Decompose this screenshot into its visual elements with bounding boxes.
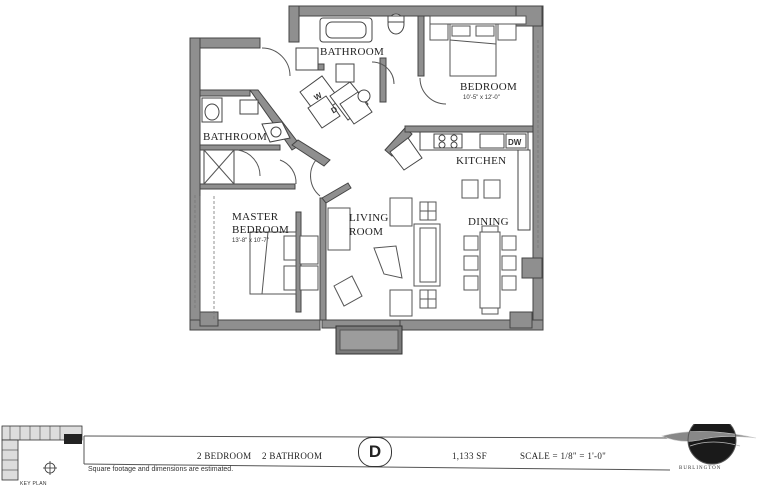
kitchen-label: KITCHEN	[456, 155, 506, 167]
left-bathroom-fixtures	[201, 97, 291, 185]
bedroom-dimension: 10'-5" x 12'-0"	[463, 95, 500, 101]
dining-label: DINING	[468, 216, 509, 228]
floor-plan: W D DW	[189, 5, 544, 355]
living-room-furniture	[327, 197, 441, 317]
bath-count-text: 2 BATHROOM	[262, 451, 323, 461]
top-bathroom-fixtures	[295, 13, 405, 71]
title-block	[1, 424, 757, 481]
bedroom-furniture	[429, 15, 527, 77]
master-bedroom-dimension: 13'-8" x 10'-7"	[232, 238, 269, 244]
master-bedroom-furniture	[199, 196, 319, 320]
unit-letter-badge: D	[358, 437, 392, 467]
dining-furniture	[461, 179, 517, 315]
bathroom-left-label: BATHROOM	[203, 131, 267, 143]
laundry	[299, 63, 373, 129]
key-plan-label: KEY PLAN	[20, 481, 47, 487]
brand-name-text: BURLINGTON	[679, 466, 722, 471]
washer-label: W	[313, 91, 324, 103]
master-bedroom-label-2: BEDROOM	[232, 224, 289, 236]
scale-text: SCALE = 1/8" = 1'-0"	[520, 451, 607, 461]
brand-logo	[661, 424, 757, 465]
dryer-label: D	[330, 105, 340, 116]
key-plan-map	[1, 425, 83, 481]
square-footage-text: 1,133 SF	[452, 451, 487, 461]
exterior-walls	[189, 5, 544, 355]
dishwasher-label: DW	[508, 138, 522, 147]
doors	[237, 47, 447, 197]
kitchen-counters	[389, 131, 531, 231]
bathroom-top-label: BATHROOM	[320, 46, 384, 58]
unit-type-text: 2 BEDROOM	[197, 451, 252, 461]
master-bedroom-label-1: MASTER	[232, 211, 279, 223]
living-room-label-1: LIVING	[349, 212, 389, 224]
living-room-label-2: ROOM	[349, 226, 383, 238]
bedroom-label: BEDROOM	[460, 81, 517, 93]
disclaimer-text: Square footage and dimensions are estima…	[88, 466, 234, 473]
